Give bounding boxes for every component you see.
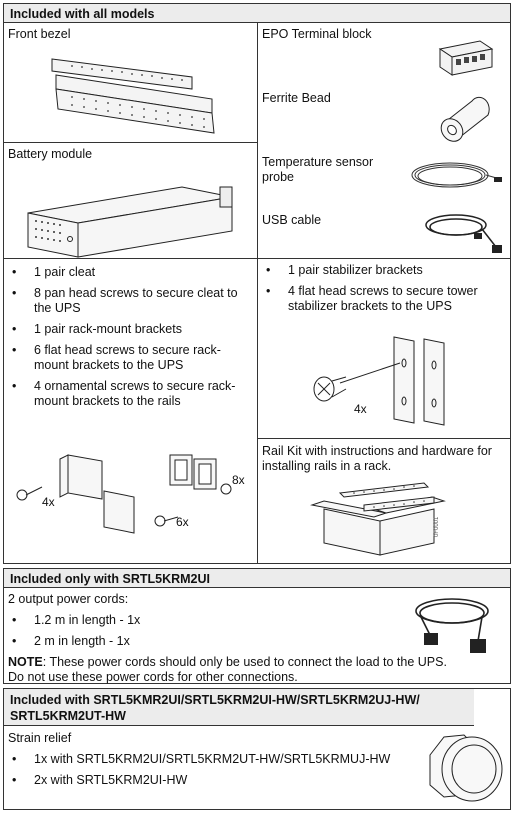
rack-hardware-image [16, 454, 232, 534]
srtl5krm2ui-section: Included only with SRTL5KRM2UI 2 output … [3, 568, 511, 684]
all-models-section: Included with all models Front bezel Bat… [3, 3, 511, 564]
callout-4x: 4x [42, 495, 55, 509]
strain-relief-image [429, 734, 503, 802]
list-item: 4 ornamental screws to secure rack-mount… [4, 379, 254, 409]
list-item: 4 flat head screws to secure tower stabi… [258, 284, 506, 314]
usb-label: USB cable [262, 213, 322, 227]
rail-kit-cell: Rail Kit with instructions and hardware … [258, 439, 510, 564]
strain-relief-header: Included with SRTL5KMR2UI/SRTL5KRM2UI-HW… [4, 689, 474, 726]
strain-relief-label: Strain relief [8, 731, 72, 745]
rail-kit-image [310, 482, 446, 556]
stabilizer-bracket-image [313, 336, 445, 426]
temp-sensor-image [411, 162, 502, 188]
srtl5krm2ui-header: Included only with SRTL5KRM2UI [4, 569, 510, 588]
note-text: : These power cords should only be used … [8, 655, 447, 684]
all-models-header: Included with all models [4, 4, 510, 23]
power-cords-intro: 2 output power cords: [8, 592, 129, 606]
ferrite-bead-image [440, 96, 490, 142]
battery-module-label: Battery module [8, 147, 93, 161]
list-item: 1x with SRTL5KRM2UI/SRTL5KRM2UT-HW/SRTL5… [4, 752, 424, 767]
ferrite-label: Ferrite Bead [262, 91, 331, 105]
list-item: 1.2 m in length - 1x [4, 613, 384, 628]
callout-4x-tower: 4x [354, 402, 367, 416]
front-bezel-label: Front bezel [8, 27, 71, 41]
accessories-cell: EPO Terminal block Ferrite Bead Temperat… [258, 23, 510, 259]
battery-module-cell: Battery module [4, 143, 258, 259]
callout-6x: 6x [176, 515, 189, 529]
list-item: 1 pair rack-mount brackets [4, 322, 254, 337]
list-item: 1 pair stabilizer brackets [258, 263, 506, 278]
rail-kit-label: Rail Kit with instructions and hardware … [262, 444, 492, 473]
callout-8x: 8x [232, 473, 245, 487]
tower-stabilizer-cell: 1 pair stabilizer brackets 4 flat head s… [258, 259, 510, 439]
note-label: NOTE [8, 655, 43, 669]
list-item: 6 flat head screws to secure rack-mount … [4, 343, 254, 373]
strain-relief-section: Included with SRTL5KMR2UI/SRTL5KRM2UI-HW… [3, 688, 511, 810]
temp-sensor-label: Temperature sensor probe [262, 155, 374, 184]
rail-kit-figure-code: 0F0001 [434, 516, 440, 537]
battery-module-image [27, 186, 233, 258]
usb-cable-image [425, 214, 502, 253]
front-bezel-image [51, 58, 215, 134]
epo-terminal-image [438, 40, 494, 76]
epo-label: EPO Terminal block [262, 27, 372, 41]
rack-mount-cell: 1 pair cleat 8 pan head screws to secure… [4, 259, 258, 564]
front-bezel-cell: Front bezel [4, 23, 258, 143]
power-cord-note: NOTE: These power cords should only be u… [8, 655, 448, 685]
list-item: 8 pan head screws to secure cleat to the… [4, 286, 254, 316]
list-item: 2 m in length - 1x [4, 634, 384, 649]
list-item: 2x with SRTL5KRM2UI-HW [4, 773, 424, 788]
list-item: 1 pair cleat [4, 265, 254, 280]
power-cord-image [415, 598, 489, 653]
